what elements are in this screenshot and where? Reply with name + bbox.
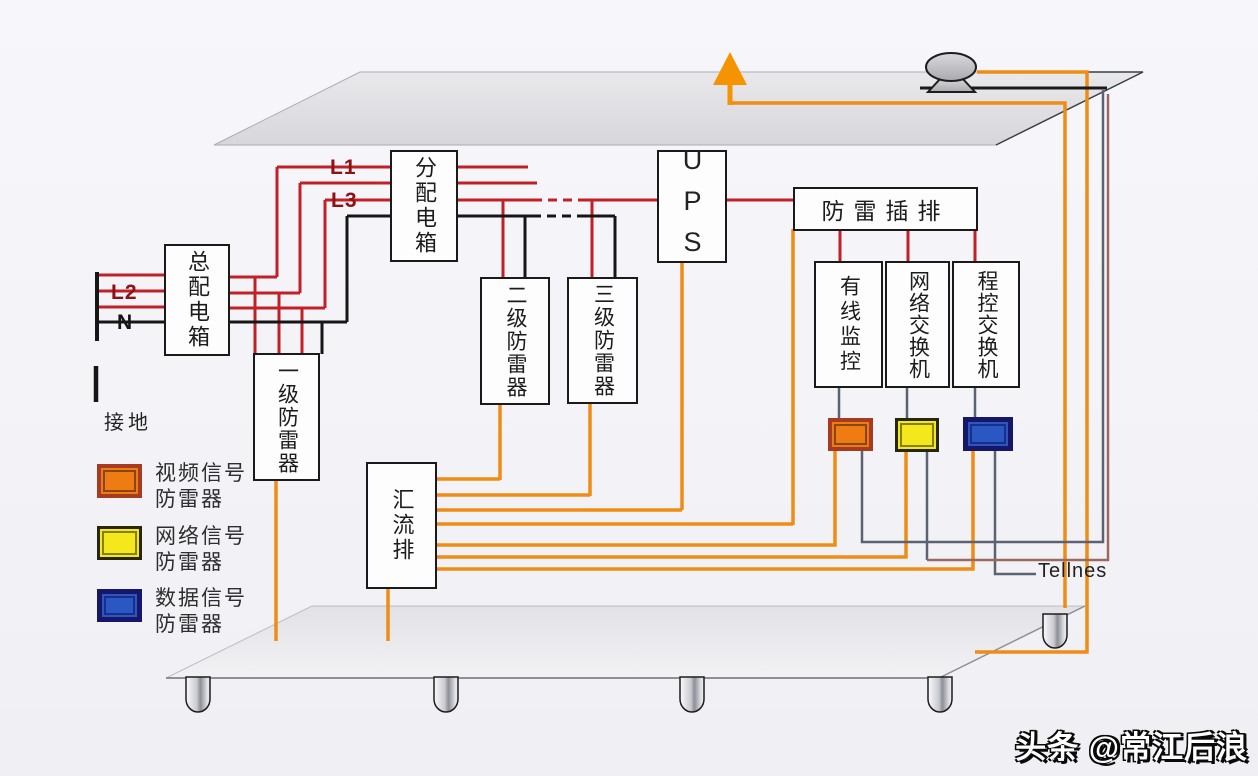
main-distribution-label: 总配电箱: [185, 250, 210, 350]
main-distribution-box: 总配电箱: [164, 244, 230, 356]
video-arrester-bevel: [834, 424, 867, 445]
up-arrow-icon: [713, 52, 747, 85]
sub-distribution-label: 分配电箱: [412, 156, 437, 256]
neutral-wires: [93, 214, 617, 402]
network-signal-arrester-module: [895, 418, 939, 452]
busbar-box: 汇流排: [366, 462, 437, 589]
cctv-monitor-label: 有线监控: [837, 274, 861, 375]
legend-network-line1: 网络信号: [155, 525, 247, 548]
phase-l3-label: L3: [331, 189, 358, 212]
legend-data-bevel: [104, 596, 135, 615]
data-signal-arrester-module: [963, 417, 1013, 451]
sub-distribution-box: 分配电箱: [390, 150, 458, 262]
floor-plane: [165, 605, 1086, 679]
video-signal-arrester-module: [828, 418, 873, 451]
ups-label: UPS: [677, 145, 708, 268]
arrester-level1-box: 一级防雷器: [253, 353, 320, 481]
legend-network-line2: 防雷器: [155, 551, 224, 574]
arrester-level3-label: 三级防雷器: [591, 283, 615, 398]
pbx-switch-box: 程控交换机: [952, 261, 1020, 388]
table-leg: [185, 676, 211, 713]
legend-data-line2: 防雷器: [155, 613, 224, 636]
cctv-monitor-box: 有线监控: [814, 261, 883, 388]
network-switch-label: 网络交换机: [906, 269, 930, 380]
legend-data-swatch: [97, 589, 142, 622]
earth-label: 接地: [104, 412, 152, 434]
legend-video-line2: 防雷器: [155, 488, 224, 511]
watermark: 头条 @常江后浪: [1015, 730, 1248, 765]
arrester-level2-box: 二级防雷器: [480, 277, 550, 405]
arrester-level1-label: 一级防雷器: [275, 359, 299, 475]
dome-camera-icon: [925, 52, 978, 93]
phase-l1-label: L1: [330, 156, 357, 179]
network-arrester-bevel: [900, 423, 934, 447]
table-leg: [1042, 613, 1068, 649]
ups-box: UPS: [657, 145, 727, 268]
tel-lines-label: Tellnes: [1038, 560, 1108, 582]
table-leg: [433, 676, 459, 713]
pbx-switch-label: 程控交换机: [975, 269, 998, 380]
table-leg: [927, 676, 953, 713]
arrester-level3-box: 三级防雷器: [567, 277, 638, 404]
signal-wires: [837, 90, 1105, 576]
network-switch-box: 网络交换机: [885, 261, 950, 388]
legend-video-bevel: [103, 470, 136, 492]
ground-wires: [274, 70, 1089, 654]
phase-l2-label: L2: [111, 281, 138, 304]
data-arrester-bevel: [970, 424, 1006, 444]
busbar-label: 汇流排: [389, 488, 415, 563]
telephone-wire: [927, 94, 1110, 562]
tel-line-lead: [993, 449, 1036, 576]
legend-network-bevel: [102, 531, 137, 555]
legend-data-line1: 数据信号: [155, 587, 247, 610]
ceiling-plane: [213, 71, 1144, 146]
table-leg: [679, 676, 705, 713]
legend-video-line1: 视频信号: [155, 462, 247, 485]
live-wires: [97, 165, 977, 354]
table-legs: [185, 613, 1068, 713]
legend-network-swatch: [97, 526, 142, 560]
neutral-label: N: [117, 311, 134, 334]
surge-strip-box: 防雷插排: [793, 187, 978, 231]
arrester-level2-label: 二级防雷器: [504, 283, 527, 399]
legend-video-swatch: [97, 464, 142, 498]
surge-strip-label: 防雷插排: [821, 198, 950, 224]
